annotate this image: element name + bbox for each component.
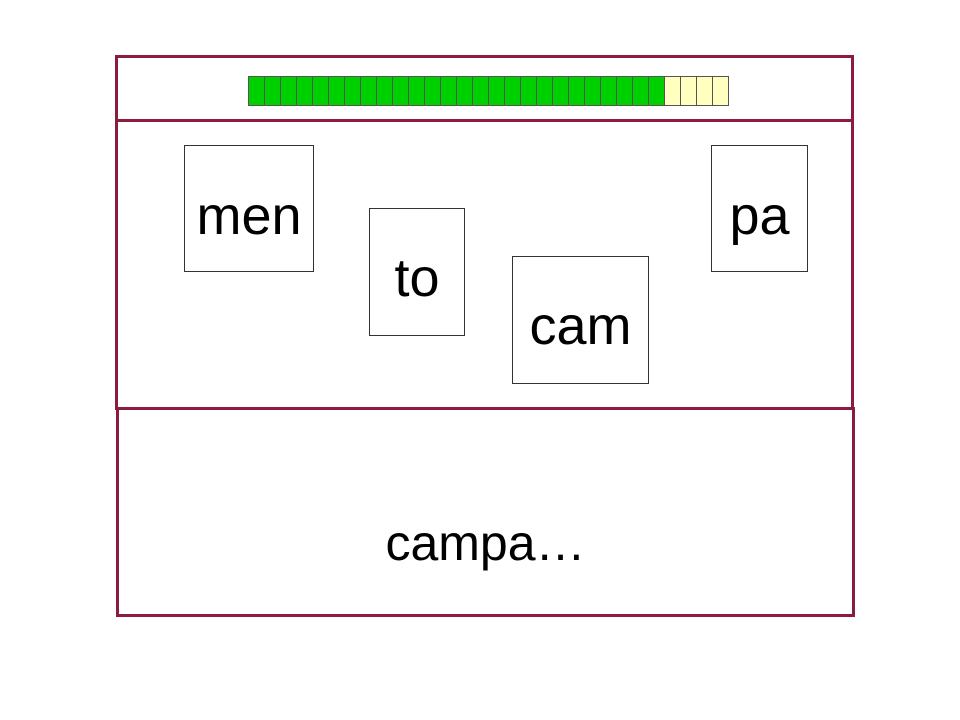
progress-segment-complete bbox=[569, 77, 585, 105]
progress-segment-complete bbox=[649, 77, 665, 105]
progress-segment-complete bbox=[425, 77, 441, 105]
syllable-card-cam[interactable]: cam bbox=[512, 256, 649, 384]
answer-text: campa… bbox=[385, 515, 586, 571]
progress-segment-complete bbox=[345, 77, 361, 105]
progress-segment-remaining bbox=[697, 77, 713, 105]
syllable-card-label: cam bbox=[529, 296, 632, 356]
progress-segment-complete bbox=[473, 77, 489, 105]
progress-segment-complete bbox=[505, 77, 521, 105]
progress-segment-complete bbox=[633, 77, 649, 105]
progress-segment-complete bbox=[393, 77, 409, 105]
progress-segment-remaining bbox=[713, 77, 728, 105]
syllable-card-label: pa bbox=[729, 186, 790, 246]
progress-segment-complete bbox=[281, 77, 297, 105]
syllable-card-to[interactable]: to bbox=[369, 208, 465, 336]
progress-segment-complete bbox=[457, 77, 473, 105]
progress-segment-remaining bbox=[665, 77, 681, 105]
progress-segment-complete bbox=[361, 77, 377, 105]
progress-segment-complete bbox=[553, 77, 569, 105]
progress-segment-complete bbox=[489, 77, 505, 105]
progress-segment-complete bbox=[265, 77, 281, 105]
progress-bar bbox=[248, 76, 729, 106]
progress-segment-complete bbox=[377, 77, 393, 105]
progress-segment-complete bbox=[617, 77, 633, 105]
progress-segment-remaining bbox=[681, 77, 697, 105]
progress-segment-complete bbox=[313, 77, 329, 105]
syllable-card-men[interactable]: men bbox=[184, 145, 314, 272]
progress-segment-complete bbox=[409, 77, 425, 105]
syllable-card-label: to bbox=[394, 248, 440, 308]
progress-segment-complete bbox=[601, 77, 617, 105]
syllable-card-label: men bbox=[196, 186, 302, 246]
progress-segment-complete bbox=[249, 77, 265, 105]
progress-segment-complete bbox=[329, 77, 345, 105]
syllable-card-pa[interactable]: pa bbox=[711, 145, 808, 272]
progress-segment-complete bbox=[441, 77, 457, 105]
progress-segment-complete bbox=[521, 77, 537, 105]
progress-segment-complete bbox=[297, 77, 313, 105]
answer-panel bbox=[116, 407, 855, 617]
progress-segment-complete bbox=[585, 77, 601, 105]
progress-segment-complete bbox=[537, 77, 553, 105]
